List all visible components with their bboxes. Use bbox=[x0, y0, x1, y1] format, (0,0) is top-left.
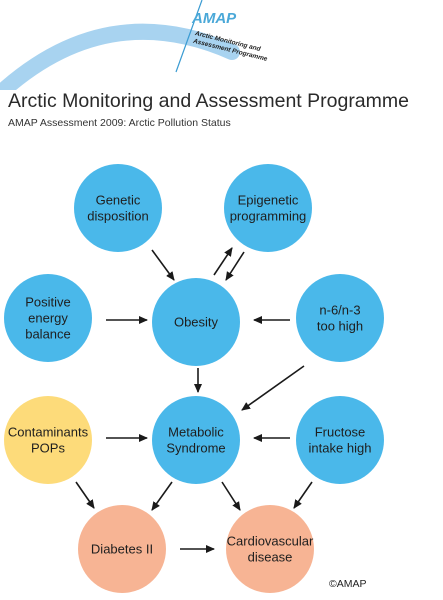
node-diabetes-circle bbox=[78, 505, 166, 593]
node-fructose-label: Fructose bbox=[315, 425, 366, 440]
node-contaminants-label: Contaminants bbox=[8, 425, 89, 440]
node-metabolic-label: Syndrome bbox=[166, 441, 225, 456]
node-metabolic-circle bbox=[152, 396, 240, 484]
node-obesity: Obesity bbox=[152, 278, 240, 366]
node-epigenetic-label: programming bbox=[230, 209, 307, 224]
node-positive-label: balance bbox=[25, 327, 71, 342]
edges bbox=[75, 247, 313, 553]
node-contaminants-label: POPs bbox=[31, 441, 65, 456]
node-diabetes-label: Diabetes II bbox=[91, 542, 153, 557]
node-obesity-circle bbox=[152, 278, 240, 366]
node-genetic-label: disposition bbox=[87, 209, 148, 224]
node-positive-label: energy bbox=[28, 311, 68, 326]
arrow-genetic-to-obesity bbox=[151, 249, 175, 281]
node-contaminants-circle bbox=[4, 396, 92, 484]
logo-arc bbox=[0, 23, 240, 90]
node-n6n3-circle bbox=[296, 274, 384, 362]
logo-text: AMAP bbox=[192, 10, 237, 27]
node-fructose-circle bbox=[296, 396, 384, 484]
page-title: Arctic Monitoring and Assessment Program… bbox=[8, 90, 409, 112]
node-metabolic-label: Metabolic bbox=[168, 425, 224, 440]
node-epigenetic-circle bbox=[224, 164, 312, 252]
logo-slash bbox=[175, 0, 203, 73]
node-positive-circle bbox=[4, 274, 92, 362]
node-cardio-circle bbox=[226, 505, 314, 593]
copyright: ©AMAP bbox=[329, 578, 367, 590]
arrow-epigenetic-to-obesity bbox=[225, 251, 245, 281]
node-positive-label: Positive bbox=[25, 295, 71, 310]
node-cardio-label: disease bbox=[248, 550, 293, 565]
arrow-metabolic-to-cardio bbox=[221, 481, 241, 511]
page-subtitle: AMAP Assessment 2009: Arctic Pollution S… bbox=[8, 117, 231, 129]
node-genetic-circle bbox=[74, 164, 162, 252]
node-n6n3-label: n-6/n-3 bbox=[319, 303, 360, 318]
logo-graphic bbox=[0, 0, 240, 90]
arrow-obesity-to-epigenetic bbox=[213, 247, 233, 276]
arrow-contaminants-to-diabetes bbox=[75, 481, 95, 509]
node-obesity-label: Obesity bbox=[174, 315, 219, 330]
node-fructose-label: intake high bbox=[309, 441, 372, 456]
node-epigenetic-label: Epigenetic bbox=[238, 193, 299, 208]
node-n6n3-label: too high bbox=[317, 319, 363, 334]
arrow-fructose-to-cardio bbox=[293, 481, 313, 509]
arrow-metabolic-to-diabetes bbox=[151, 481, 173, 511]
node-cardio-label: Cardiovascular bbox=[227, 534, 314, 549]
arrow-n6n3-to-metabolic bbox=[241, 365, 305, 411]
node-diabetes: Diabetes II bbox=[78, 505, 166, 593]
node-genetic-label: Genetic bbox=[96, 193, 141, 208]
